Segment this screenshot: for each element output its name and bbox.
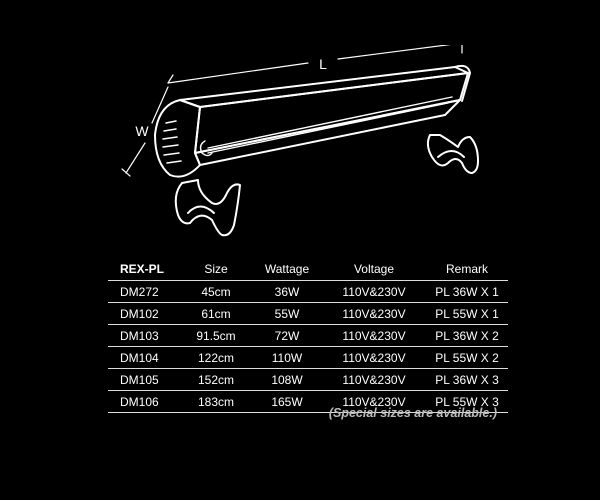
cell-model: DM106	[120, 394, 159, 409]
cell-wattage: 72W	[274, 328, 300, 343]
header-voltage: Voltage	[353, 262, 395, 276]
table-row: DM104 122cm 110W 110V&230V PL 55W X 2	[108, 346, 508, 369]
cell-size: 91.5cm	[196, 328, 236, 343]
cell-size: 152cm	[197, 372, 235, 387]
cell-wattage: 55W	[274, 306, 300, 321]
cell-remark: PL 55W X 2	[435, 350, 499, 365]
cell-voltage: 110V&230V	[342, 394, 406, 409]
cell-model: DM102	[120, 306, 159, 321]
spec-table: REX-PL Size Wattage Voltage Remark DM272…	[108, 258, 508, 413]
cell-remark: PL 36W X 1	[435, 284, 499, 299]
table-row: DM106 183cm 165W 110V&230V PL 55W X 3	[108, 390, 508, 413]
special-sizes-note: (Special sizes are available.)	[328, 406, 497, 420]
right-bracket	[426, 134, 479, 174]
cell-voltage: 110V&230V	[342, 372, 406, 387]
width-dimension-line	[121, 86, 169, 177]
cell-size: 45cm	[201, 284, 231, 299]
table-row: DM105 152cm 108W 110V&230V PL 36W X 3	[108, 368, 508, 391]
cell-model: DM103	[120, 328, 159, 343]
left-bracket	[174, 179, 241, 237]
cell-size: 122cm	[197, 350, 235, 365]
cell-remark: PL 36W X 2	[435, 328, 499, 343]
width-label: W	[135, 123, 149, 139]
table-header-row: REX-PL Size Wattage Voltage Remark	[108, 258, 508, 281]
cell-remark: PL 55W X 3	[435, 394, 499, 409]
table-row: DM103 91.5cm 72W 110V&230V PL 36W X 2	[108, 324, 508, 347]
cell-model: DM104	[120, 350, 159, 365]
cell-remark: PL 55W X 1	[435, 306, 499, 321]
light-fixture-illustration: L W	[121, 45, 479, 237]
cell-remark: PL 36W X 3	[435, 372, 499, 387]
table-row: DM102 61cm 55W 110V&230V PL 55W X 1	[108, 302, 508, 325]
cell-wattage: 36W	[274, 284, 300, 299]
fixture-body	[154, 64, 471, 178]
cell-wattage: 165W	[271, 394, 303, 409]
cell-voltage: 110V&230V	[342, 350, 406, 365]
header-model: REX-PL	[120, 262, 165, 276]
header-wattage: Wattage	[264, 262, 310, 276]
cell-model: DM272	[120, 284, 159, 299]
cell-model: DM105	[120, 372, 159, 387]
cell-wattage: 110W	[271, 350, 303, 365]
length-label: L	[319, 56, 327, 72]
cell-voltage: 110V&230V	[342, 306, 406, 321]
cell-size: 183cm	[197, 394, 235, 409]
length-dimension-line	[167, 45, 463, 84]
header-size: Size	[204, 262, 228, 276]
cell-wattage: 108W	[271, 372, 303, 387]
cell-size: 61cm	[201, 306, 231, 321]
table-row: DM272 45cm 36W 110V&230V PL 36W X 1	[108, 280, 508, 303]
cell-voltage: 110V&230V	[342, 284, 406, 299]
cell-voltage: 110V&230V	[342, 328, 406, 343]
header-remark: Remark	[445, 262, 488, 276]
